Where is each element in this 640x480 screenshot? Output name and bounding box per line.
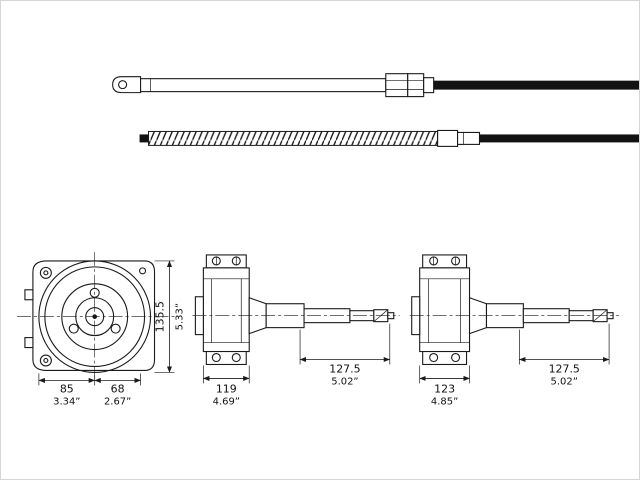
helm-side-view-1: 127.5 5.02” 119 4.69”: [192, 254, 400, 407]
core-end-fitting: [437, 129, 481, 147]
cable-eye-fitting: [112, 76, 142, 94]
dim-side2-body-in: 4.85”: [431, 396, 458, 407]
dim-front-height-in: 5.33”: [174, 303, 185, 330]
helm-body: [419, 267, 471, 353]
dim-front-width1-in: 3.34”: [53, 396, 80, 407]
helical-core-section: [148, 130, 439, 146]
dim-side2-body-mm: 123: [434, 382, 455, 395]
core-cable-jacket: [479, 134, 639, 143]
hub-bolt-hole: [68, 323, 79, 334]
helm-body: [202, 267, 250, 353]
dimension-side2-shaft: 127.5 5.02”: [519, 323, 610, 387]
dimension-side2-body: 123 4.85”: [419, 365, 470, 407]
dimension-side1-shaft: 127.5 5.02”: [299, 323, 391, 387]
core-cable-tip: [139, 134, 149, 143]
dim-side1-body-in: 4.69”: [213, 396, 240, 407]
helm-front-view: 85 3.34” 68 2.67” 135.5 5.33”: [16, 251, 185, 407]
corner-screw-top: [39, 266, 52, 279]
inner-core-cable-assembly: [139, 129, 639, 147]
cable-hex-coupler: [385, 73, 435, 98]
dim-front-width1-mm: 85: [60, 382, 74, 395]
cable-outer-jacket: [433, 80, 639, 90]
hub-bolt-hole: [110, 323, 121, 334]
dim-side1-shaft-mm: 127.5: [329, 362, 360, 375]
helm-side-view-2: 127.5 5.02” 123 4.85”: [409, 254, 620, 407]
dimension-side1-body: 119 4.69”: [203, 365, 250, 407]
dimension-front-widths: 85 3.34” 68 2.67”: [38, 373, 141, 407]
dim-side1-shaft-in: 5.02”: [331, 376, 358, 387]
dimension-front-height: 135.5 5.33”: [153, 260, 185, 373]
corner-screw-bottom: [39, 354, 52, 367]
dim-front-height-mm: 135.5: [153, 301, 166, 332]
outer-cable-assembly: [112, 73, 639, 98]
mounting-plate: [32, 260, 156, 372]
dim-side1-body-mm: 119: [216, 382, 237, 395]
dim-side2-shaft-in: 5.02”: [551, 376, 578, 387]
dim-front-width2-mm: 68: [111, 382, 125, 395]
dim-side2-shaft-mm: 127.5: [549, 362, 580, 375]
cable-outer-tube: [140, 78, 387, 93]
dim-front-width2-in: 2.67”: [104, 396, 131, 407]
